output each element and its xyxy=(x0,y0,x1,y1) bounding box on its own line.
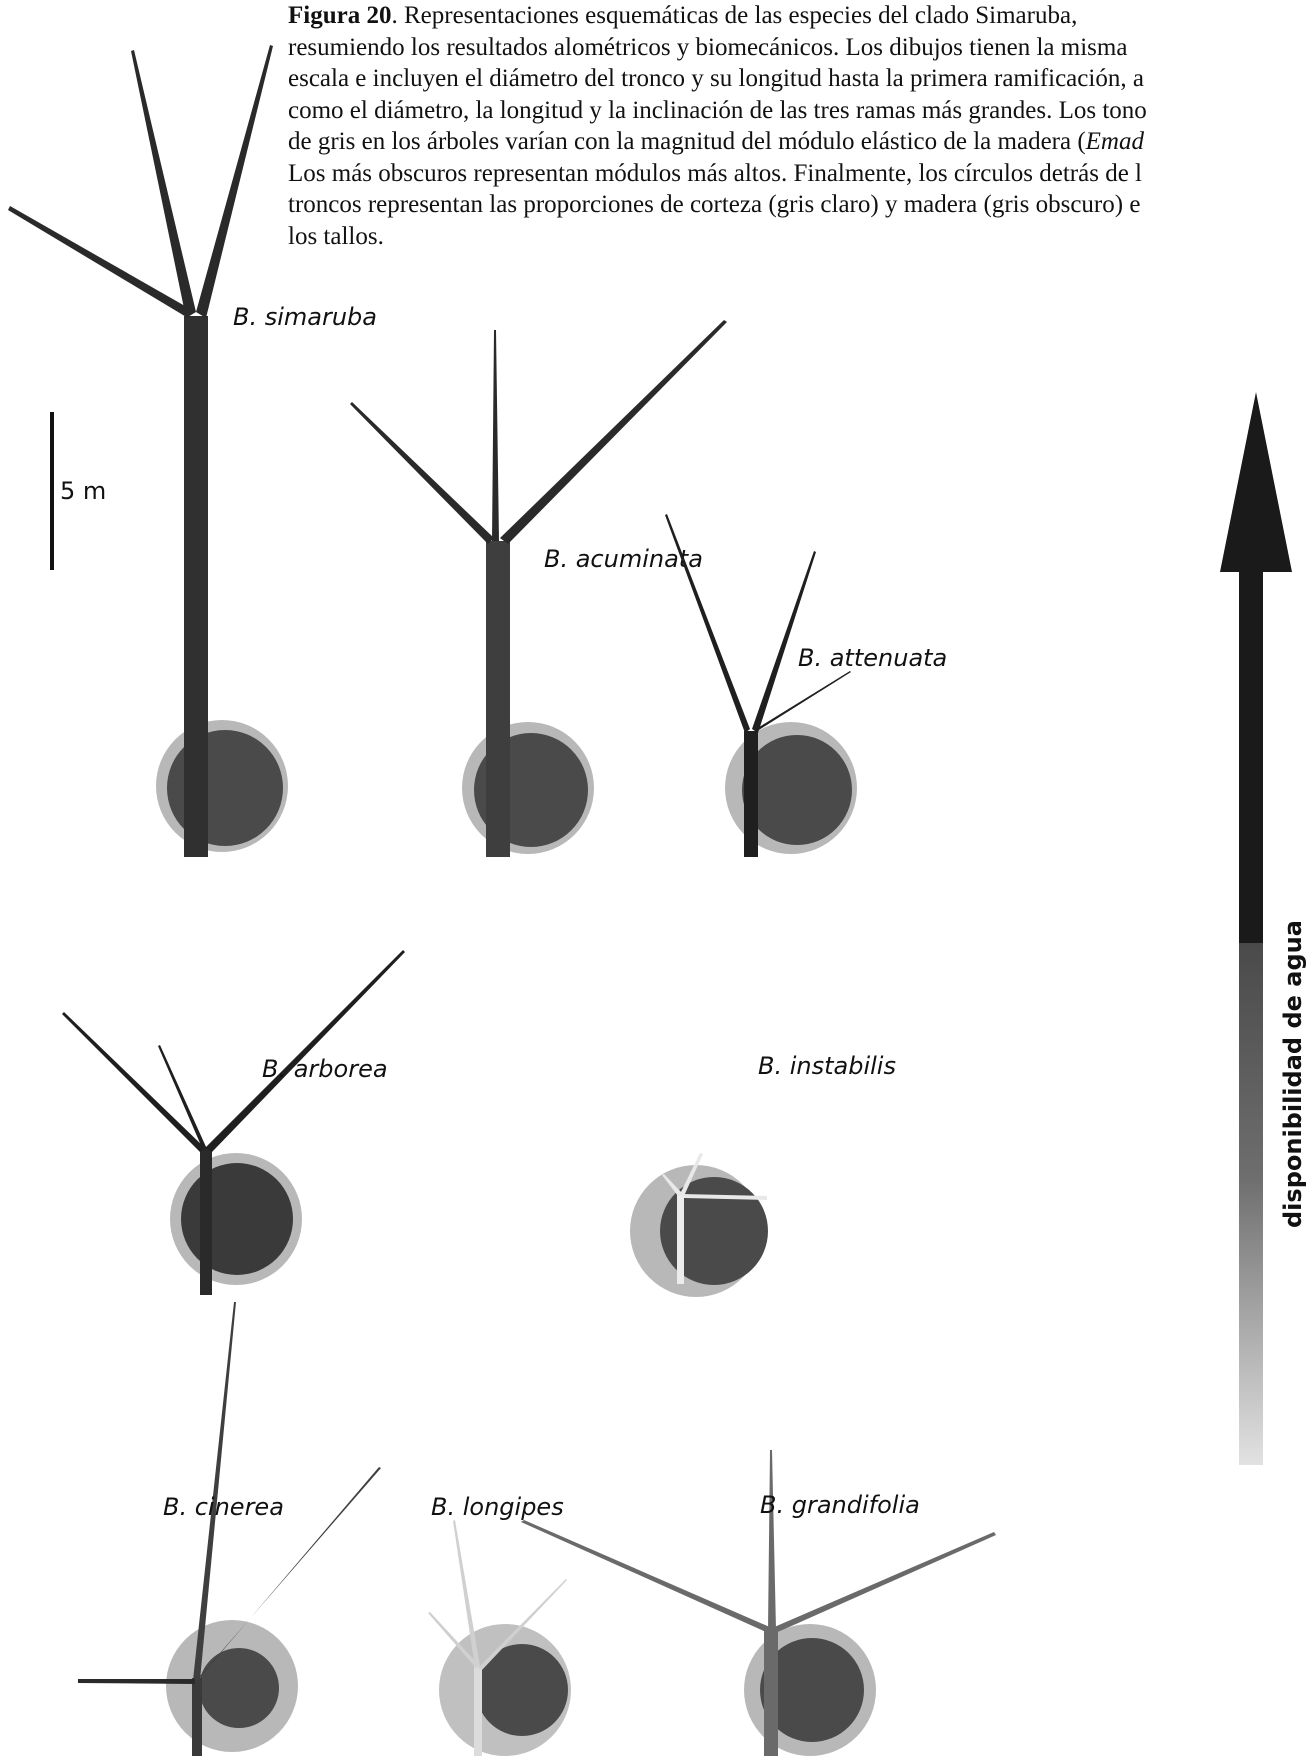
tree-instabilis: B. instabilis xyxy=(630,1052,896,1297)
branch xyxy=(350,402,494,544)
tree-simaruba: B. simaruba xyxy=(8,45,377,857)
species-label-cinerea: B. cinerea xyxy=(163,1493,284,1521)
branch xyxy=(521,1520,772,1632)
trunk xyxy=(486,541,510,857)
water-availability-arrow: disponibilidad de agua xyxy=(1220,392,1306,1465)
arrow-head xyxy=(1220,392,1292,572)
branch xyxy=(772,1532,996,1632)
trunk xyxy=(474,1666,482,1756)
trunk xyxy=(192,1678,202,1756)
branch xyxy=(196,45,273,318)
tree-arborea: B. arborea xyxy=(62,950,405,1295)
scale-bar-label: 5 m xyxy=(60,477,106,505)
species-label-instabilis: B. instabilis xyxy=(758,1052,896,1080)
branch xyxy=(500,320,727,544)
wood-circle xyxy=(742,735,852,845)
scale-bar-line xyxy=(50,412,54,570)
branch xyxy=(752,551,816,733)
species-label-simaruba: B. simaruba xyxy=(233,303,377,331)
wood-circle xyxy=(181,1163,293,1275)
species-label-grandifolia: B. grandifolia xyxy=(760,1491,920,1519)
trunk xyxy=(184,316,208,857)
branch xyxy=(131,50,196,318)
branch xyxy=(768,1450,776,1630)
gradient-axis-label: disponibilidad de agua xyxy=(1279,920,1306,1228)
wood-circle xyxy=(199,1648,279,1728)
species-label-longipes: B. longipes xyxy=(431,1493,564,1521)
branch xyxy=(62,1012,205,1152)
trunk xyxy=(744,731,758,857)
trunk xyxy=(677,1194,684,1284)
tree-cinerea: B. cinerea xyxy=(78,1302,381,1756)
scale-bar: 5 m xyxy=(50,412,106,570)
branch xyxy=(8,206,192,318)
branch xyxy=(78,1679,195,1684)
tree-attenuata: B. attenuata xyxy=(665,514,947,857)
species-label-arborea: B. arborea xyxy=(262,1055,388,1083)
tree-acuminata: B. acuminata xyxy=(350,320,727,857)
trunk xyxy=(764,1630,778,1756)
species-label-attenuata: B. attenuata xyxy=(798,644,947,672)
branch xyxy=(665,514,750,733)
trunk xyxy=(200,1149,212,1295)
branch xyxy=(492,330,499,541)
arrow-shaft-dark xyxy=(1239,570,1263,945)
tree-grandifolia: B. grandifolia xyxy=(521,1450,996,1756)
arrow-shaft-gradient xyxy=(1239,943,1263,1465)
branch xyxy=(205,950,405,1152)
